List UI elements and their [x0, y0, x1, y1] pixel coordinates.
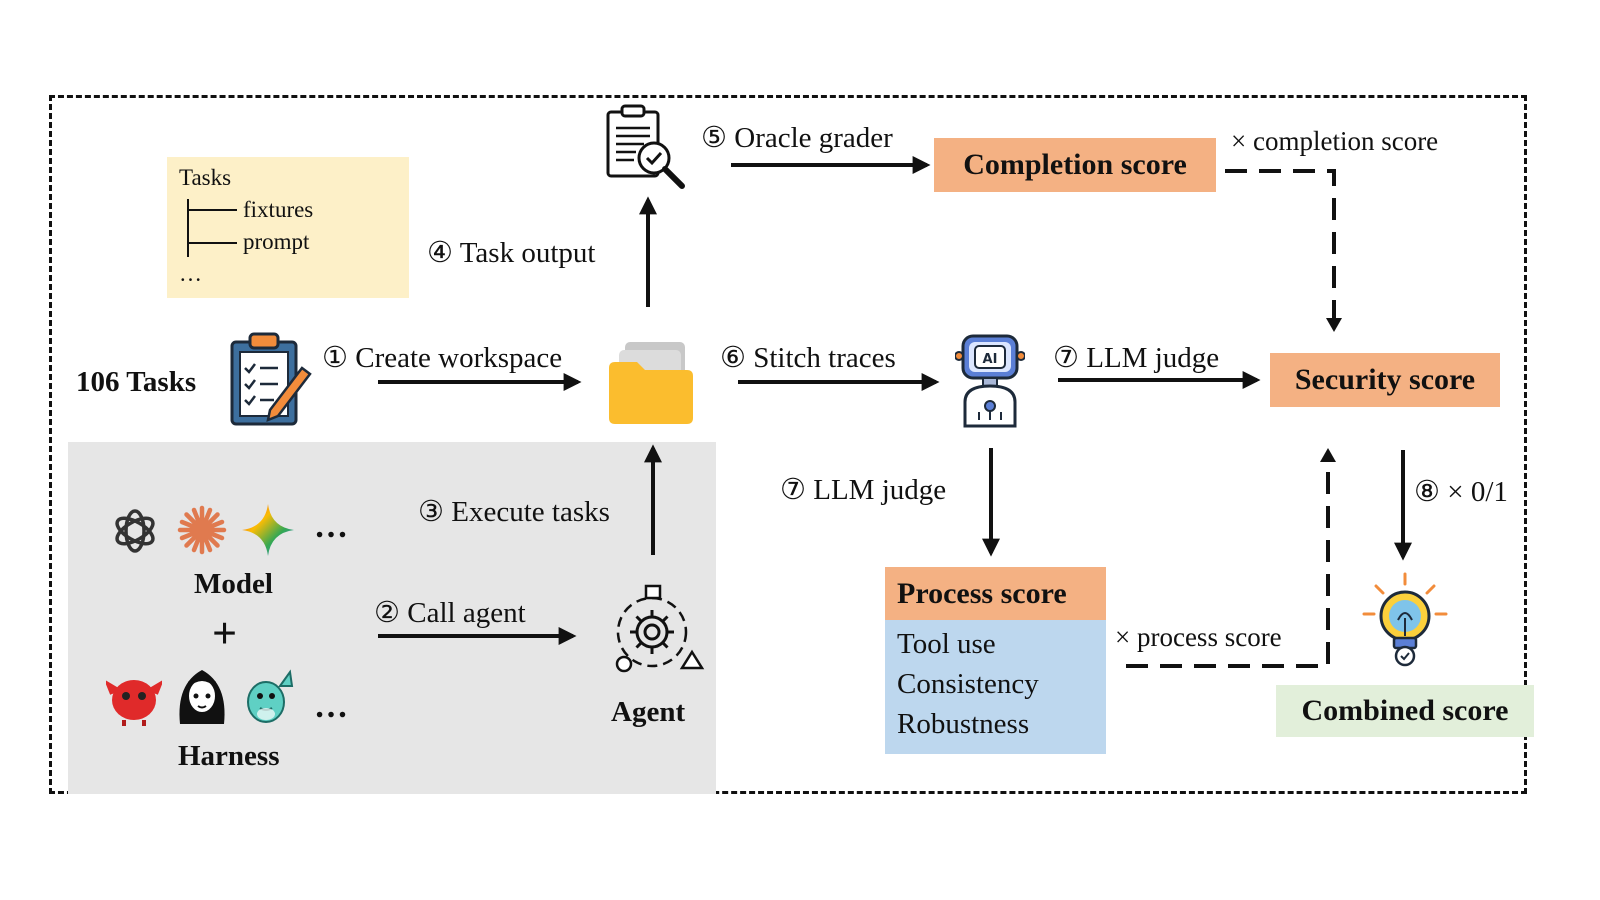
process-score-label: Process score — [897, 576, 1067, 610]
gemini-logo-icon — [242, 504, 294, 556]
outer-dashed-frame — [49, 95, 1527, 794]
step-oracle-grader: ⑤ Oracle grader — [701, 122, 893, 154]
process-score-header: Process score — [885, 567, 1106, 620]
openai-logo-icon — [115, 509, 155, 553]
step-combine-binary: ⑧ × 0/1 — [1414, 476, 1508, 508]
step-llm-judge-process: ⑦ LLM judge — [780, 474, 947, 506]
task-count-label: 106 Tasks — [76, 366, 197, 398]
combined-score-box: Combined score — [1276, 685, 1534, 737]
process-item-tool-use: Tool use — [897, 628, 996, 660]
process-item-robustness: Robustness — [897, 708, 1030, 740]
svg-text:AI: AI — [983, 352, 998, 367]
agent-label: Agent — [611, 696, 686, 728]
step-llm-judge-security: ⑦ LLM judge — [1053, 342, 1220, 374]
document-magnifier-icon — [606, 104, 685, 189]
step-task-output: ④ Task output — [427, 237, 596, 269]
clipboard-checklist-icon — [230, 332, 312, 426]
completion-score-label: Completion score — [963, 148, 1187, 181]
tree-ellipsis: … — [179, 261, 202, 286]
multiplier-completion: × completion score — [1231, 126, 1439, 156]
folder-icon — [609, 342, 693, 424]
teal-mascot-icon — [247, 669, 294, 723]
model-harness-panel — [68, 442, 716, 794]
multiplier-process: × process score — [1115, 622, 1282, 652]
harness-ellipsis: … — [314, 688, 348, 725]
ai-robot-icon: AI — [955, 334, 1025, 428]
step-create-workspace: ① Create workspace — [322, 342, 563, 374]
completion-score-box: Completion score — [934, 138, 1216, 192]
tree-connector-lines — [187, 199, 237, 257]
anime-girl-icon — [179, 670, 225, 724]
tree-item-fixtures: fixtures — [243, 197, 314, 222]
lightbulb-icon — [1362, 572, 1448, 667]
tasks-file-tree: Tasks fixtures prompt … — [167, 157, 409, 298]
dashed-completion-connector — [1225, 169, 1336, 328]
tree-root: Tasks — [179, 165, 232, 190]
process-criteria-box: Tool use Consistency Robustness — [885, 620, 1106, 754]
gear-agent-icon — [615, 584, 705, 673]
plus-sign: + — [212, 609, 238, 658]
process-item-consistency: Consistency — [897, 668, 1039, 700]
red-mascot-icon — [106, 680, 162, 726]
step-call-agent: ② Call agent — [374, 597, 526, 629]
step-execute-tasks: ③ Execute tasks — [418, 496, 610, 528]
model-label: Model — [194, 568, 273, 600]
harness-label: Harness — [178, 740, 280, 772]
tree-item-prompt: prompt — [243, 229, 310, 254]
step-stitch-traces: ⑥ Stitch traces — [720, 342, 896, 374]
claude-logo-icon — [177, 505, 227, 555]
model-ellipsis: … — [314, 508, 348, 545]
dashed-process-connector — [1126, 458, 1330, 668]
security-score-label: Security score — [1294, 363, 1476, 396]
combined-score-label: Combined score — [1301, 694, 1509, 727]
security-score-box: Security score — [1270, 353, 1500, 407]
